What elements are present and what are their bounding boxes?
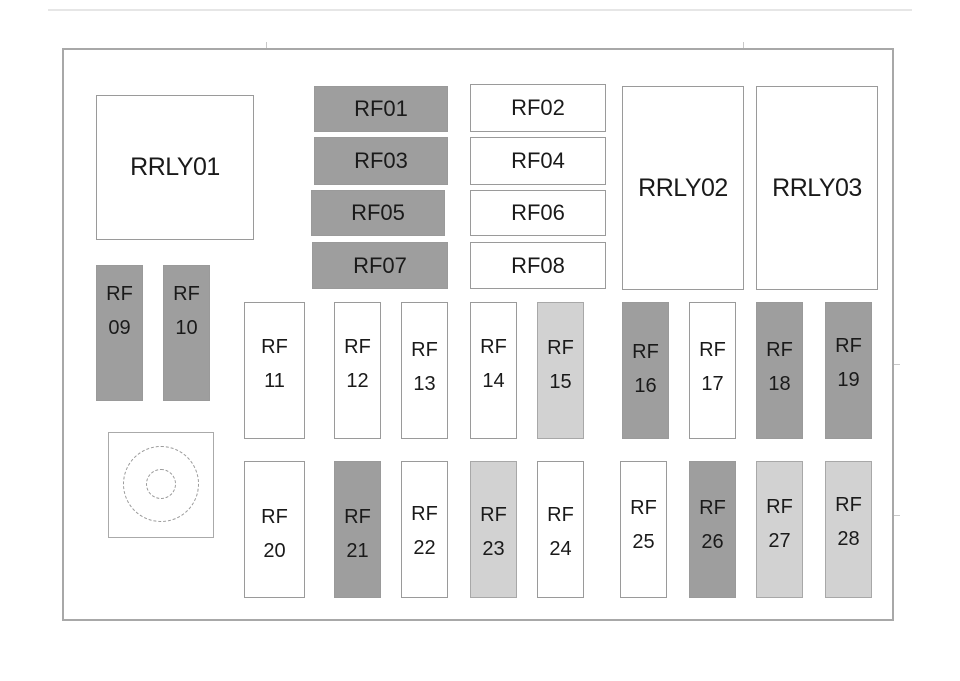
fuse-rf16[interactable]: RF 16 xyxy=(622,302,669,439)
fuse-label-number: 13 xyxy=(413,372,436,395)
fuse-rf17[interactable]: RF 17 xyxy=(689,302,736,439)
stud-outer-ring-icon xyxy=(123,446,199,522)
fuse-rf10[interactable]: RF 10 xyxy=(163,265,210,401)
fuse-rf07[interactable]: RF07 xyxy=(312,242,448,289)
fuse-label: RF05 xyxy=(351,200,405,225)
fuse-label-number: 14 xyxy=(482,369,505,392)
fuse-label-prefix: RF xyxy=(547,503,574,526)
fuse-rf13[interactable]: RF 13 xyxy=(401,302,448,439)
relay-rrly01[interactable]: RRLY01 xyxy=(96,95,254,240)
fuse-label-number: 12 xyxy=(346,369,369,392)
fuse-label-prefix: RF xyxy=(699,338,726,361)
fuse-rf14[interactable]: RF 14 xyxy=(470,302,517,439)
fuse-label-prefix: RF xyxy=(630,496,657,519)
fuse-rf26[interactable]: RF 26 xyxy=(689,461,736,598)
fuse-label-number: 27 xyxy=(768,529,791,552)
fuse-label-prefix: RF xyxy=(766,495,793,518)
fuse-label-prefix: RF xyxy=(480,503,507,526)
fuse-label-prefix: RF xyxy=(173,283,200,305)
fuse-label: RF01 xyxy=(354,96,408,121)
fuse-label-prefix: RF xyxy=(766,338,793,361)
fuse-rf19[interactable]: RF 19 xyxy=(825,302,872,439)
fuse-label-prefix: RF xyxy=(411,502,438,525)
stud-inner-ring-icon xyxy=(146,469,176,499)
relay-label: RRLY03 xyxy=(772,173,862,202)
fuse-rf05[interactable]: RF05 xyxy=(311,190,445,236)
fuse-rf28[interactable]: RF 28 xyxy=(825,461,872,598)
fuse-rf25[interactable]: RF 25 xyxy=(620,461,667,598)
board-tick xyxy=(266,42,267,48)
fuse-label-prefix: RF xyxy=(835,334,862,357)
fuse-label-number: 22 xyxy=(413,536,436,559)
fuse-rf23[interactable]: RF 23 xyxy=(470,461,517,598)
fuse-rf21[interactable]: RF 21 xyxy=(334,461,381,598)
fuse-label: RF04 xyxy=(511,148,565,173)
fuse-label-number: 19 xyxy=(837,368,860,391)
fuse-label-number: 21 xyxy=(346,539,369,562)
fuse-rf08[interactable]: RF08 xyxy=(470,242,606,289)
relay-label: RRLY02 xyxy=(638,173,728,202)
fuse-label-number: 25 xyxy=(632,530,655,553)
fuse-label-number: 09 xyxy=(108,317,131,339)
board-tick xyxy=(894,364,900,365)
fuse-label: RF03 xyxy=(354,148,408,173)
fuse-label: RF06 xyxy=(511,200,565,225)
fuse-label: RF07 xyxy=(353,252,407,278)
fuse-label-number: 24 xyxy=(549,537,572,560)
fuse-label-prefix: RF xyxy=(261,505,288,528)
fuse-label-number: 26 xyxy=(701,530,724,553)
fuse-label-prefix: RF xyxy=(344,335,371,358)
fuse-label-prefix: RF xyxy=(106,283,133,305)
fuse-label-prefix: RF xyxy=(344,505,371,528)
fuse-rf18[interactable]: RF 18 xyxy=(756,302,803,439)
fuse-rf02[interactable]: RF02 xyxy=(470,84,606,132)
relay-label: RRLY01 xyxy=(130,153,220,181)
relay-rrly03[interactable]: RRLY03 xyxy=(756,86,878,290)
relay-rrly02[interactable]: RRLY02 xyxy=(622,86,744,290)
fuse-label-number: 18 xyxy=(768,372,791,395)
fuse-rf22[interactable]: RF 22 xyxy=(401,461,448,598)
fuse-rf04[interactable]: RF04 xyxy=(470,137,606,185)
fuse-label-number: 11 xyxy=(264,369,285,392)
fuse-label-prefix: RF xyxy=(261,335,288,358)
fuse-label-number: 28 xyxy=(837,527,860,550)
fuse-rf11[interactable]: RF 11 xyxy=(244,302,305,439)
fuse-rf01[interactable]: RF01 xyxy=(314,86,448,132)
fuse-label-number: 17 xyxy=(701,372,724,395)
fuse-rf24[interactable]: RF 24 xyxy=(537,461,584,598)
fuse-rf09[interactable]: RF 09 xyxy=(96,265,143,401)
fuse-label-number: 15 xyxy=(549,370,572,393)
fuse-rf06[interactable]: RF06 xyxy=(470,190,606,236)
fuse-label-prefix: RF xyxy=(480,335,507,358)
fuse-label-number: 16 xyxy=(634,374,657,397)
fuse-label: RF08 xyxy=(511,252,565,278)
fuse-rf15[interactable]: RF 15 xyxy=(537,302,584,439)
fuse-label-prefix: RF xyxy=(699,496,726,519)
ground-stud xyxy=(108,432,214,538)
fuse-rf27[interactable]: RF 27 xyxy=(756,461,803,598)
fuse-label-prefix: RF xyxy=(835,493,862,516)
board-tick xyxy=(743,42,744,48)
fuse-label-number: 20 xyxy=(263,539,286,562)
fuse-label-prefix: RF xyxy=(632,340,659,363)
fuse-label-number: 10 xyxy=(175,317,198,339)
fuse-rf03[interactable]: RF03 xyxy=(314,137,448,185)
fuse-label: RF02 xyxy=(511,95,565,120)
top-divider xyxy=(48,9,912,11)
fuse-rf20[interactable]: RF 20 xyxy=(244,461,305,598)
board-tick xyxy=(894,515,900,516)
fuse-label-number: 23 xyxy=(482,537,505,560)
fuse-label-prefix: RF xyxy=(411,338,438,361)
fuse-label-prefix: RF xyxy=(547,336,574,359)
fuse-rf12[interactable]: RF 12 xyxy=(334,302,381,439)
